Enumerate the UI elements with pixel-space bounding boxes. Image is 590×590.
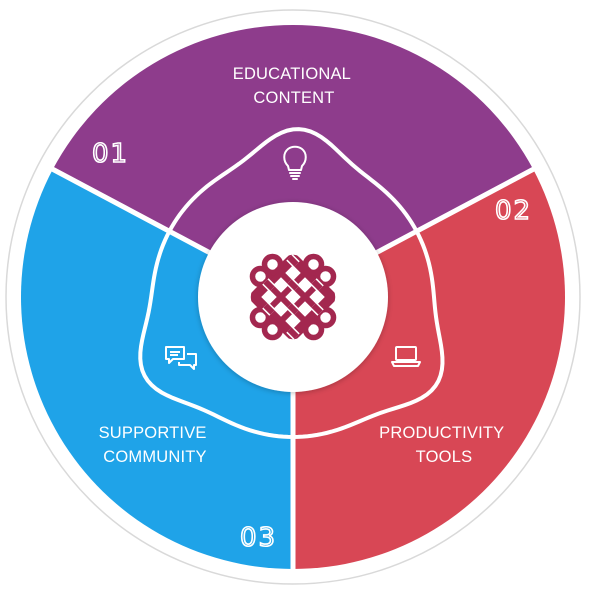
knot-strand <box>287 291 335 339</box>
outer-ring <box>5 9 581 585</box>
chat-bubbles-icon <box>165 346 197 370</box>
knot-strand <box>311 303 323 315</box>
knot-strand <box>251 255 299 303</box>
knot-strand <box>275 267 323 315</box>
segment-number-02: 02 <box>495 196 532 226</box>
knot-strand <box>287 255 335 303</box>
endless-knot-icon <box>249 253 337 341</box>
laptop-icon <box>391 346 421 367</box>
knot-strand <box>263 267 311 315</box>
knot-strand <box>275 279 323 327</box>
center-circle <box>198 202 388 392</box>
knot-strand <box>287 255 299 267</box>
knot-strand <box>263 279 311 327</box>
knot-strand <box>311 279 323 291</box>
segment-label-supportive-community: SUPPORTIVE COMMUNITY <box>99 424 212 466</box>
knot-strand <box>287 279 299 291</box>
knot-strand <box>263 303 275 315</box>
segment-number-01: 01 <box>92 139 129 169</box>
knot-strand <box>287 303 299 315</box>
knot-strand <box>263 279 275 291</box>
segment-label-productivity-tools: PRODUCTIVITY TOOLS <box>379 424 509 466</box>
lightbulb-icon <box>283 145 307 180</box>
knot-strand <box>287 327 299 339</box>
knot-strand <box>250 254 336 340</box>
segment-label-educational-content: EDUCATIONAL CONTENT <box>233 65 356 107</box>
inner-trefoil-divider <box>138 127 445 440</box>
knot-strand <box>251 291 299 339</box>
segment-number-03: 03 <box>240 523 277 553</box>
